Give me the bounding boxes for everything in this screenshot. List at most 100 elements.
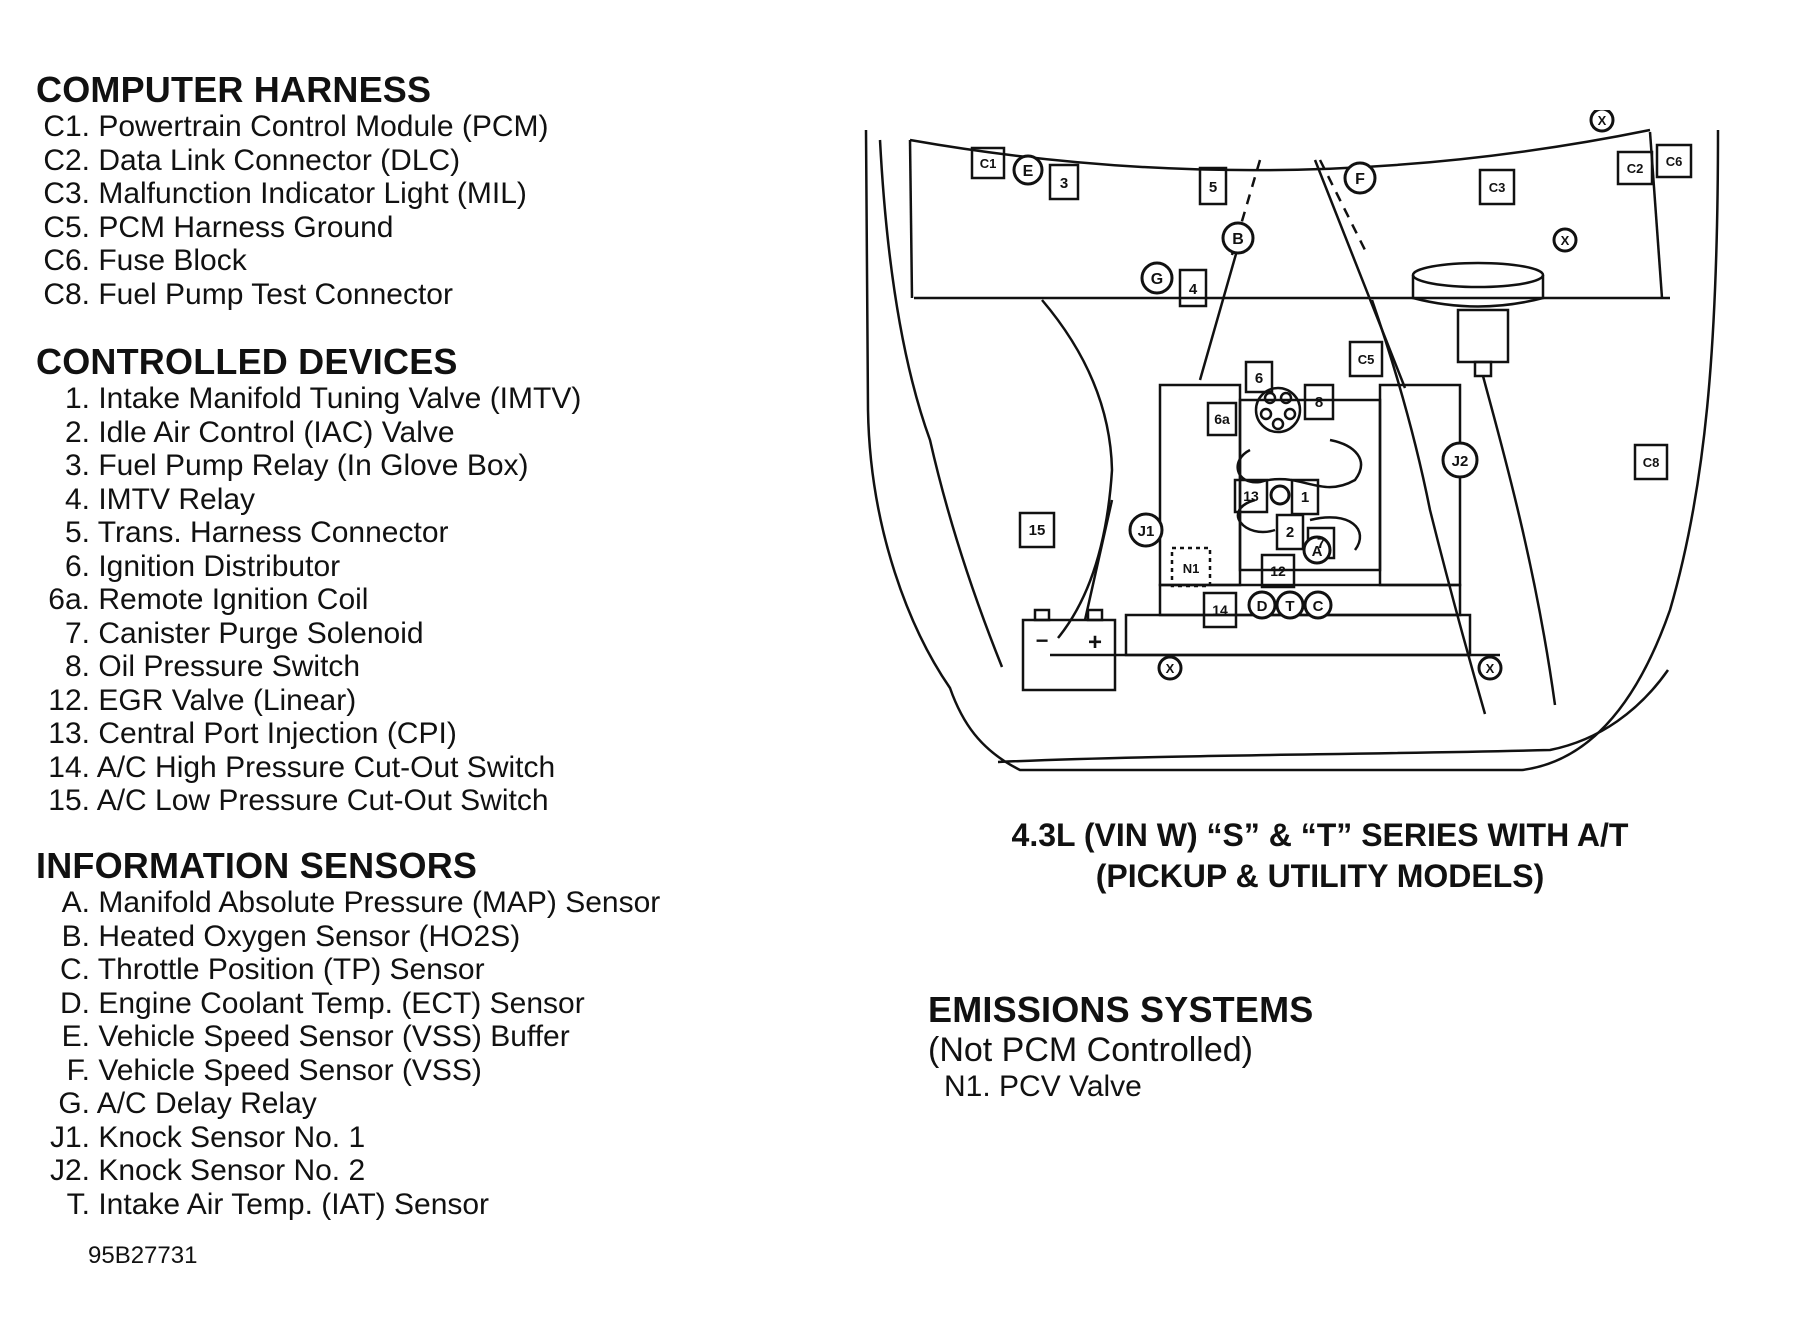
computer-harness-section: COMPUTER HARNESS C1. Powertrain Control … <box>36 70 549 311</box>
label-t: T <box>1285 598 1294 615</box>
legend-code: C. <box>60 953 90 986</box>
legend-label: Vehicle Speed Sensor (VSS) Buffer <box>98 1020 570 1053</box>
legend-item: C. Throttle Position (TP) Sensor <box>36 953 660 987</box>
iac-valve <box>1269 484 1291 506</box>
box-c8 <box>1633 443 1669 481</box>
legend-code: 6a. <box>48 583 90 616</box>
left-wheelwell <box>1041 299 1114 639</box>
controlled-devices-heading: CONTROLLED DEVICES <box>36 341 458 382</box>
legend-code: C5. <box>43 210 90 244</box>
distributor-terminal <box>1283 407 1297 421</box>
legend-code: D. <box>60 986 90 1020</box>
box-3 <box>1048 163 1080 201</box>
legend-label: Vehicle Speed Sensor (VSS) <box>98 1053 482 1087</box>
label-3: 3 <box>1060 175 1068 192</box>
controlled-devices-section: CONTROLLED DEVICES 1. Intake Manifold Tu… <box>36 342 581 818</box>
legend-label: A/C Low Pressure Cut-Out Switch <box>96 784 549 817</box>
legend-item: 7. Canister Purge Solenoid <box>36 617 581 651</box>
legend-item: T. Intake Air Temp. (IAT) Sensor <box>36 1188 660 1222</box>
distributor-terminal <box>1279 391 1293 405</box>
legend-code: 12. <box>48 683 90 717</box>
legend-code: 13. <box>48 717 90 750</box>
legend-code: B. <box>61 919 90 953</box>
legend-label: Engine Coolant Temp. (ECT) Sensor <box>98 986 585 1020</box>
engine-compartment-diagram: C1 3 5 C3 C2 C6 4 C5 6 6a 8 C8 13 1 2 7 … <box>864 110 1720 772</box>
air-cleaner-body <box>1411 275 1545 308</box>
sensor-j1 <box>1128 512 1164 548</box>
legend-item: 5. Trans. Harness Connector <box>36 516 581 550</box>
legend-label: Fuel Pump Test Connector <box>98 277 453 311</box>
ground-x-top-right <box>1589 110 1615 133</box>
legend-item: 13. Central Port Injection (CPI) <box>36 717 581 751</box>
legend-label: A/C High Pressure Cut-Out Switch <box>96 750 556 784</box>
label-c3: C3 <box>1489 180 1506 195</box>
cowl-top-line <box>909 128 1651 172</box>
ground-x-cowl <box>1552 227 1578 253</box>
legend-item: C2. Data Link Connector (DLC) <box>36 144 549 178</box>
legend-item: D. Engine Coolant Temp. (ECT) Sensor <box>36 987 660 1021</box>
box-c1 <box>970 146 1006 180</box>
box-13 <box>1233 478 1269 514</box>
sensor-g <box>1140 261 1174 295</box>
legend-code: T. <box>66 1187 90 1221</box>
box-n1 <box>1170 546 1212 588</box>
label-ground-x: X <box>1561 233 1570 248</box>
legend-label: Throttle Position (TP) Sensor <box>97 953 485 986</box>
legend-item: N1. PCV Valve <box>928 1070 1313 1104</box>
legend-code: 8. <box>64 650 90 683</box>
label-c2: C2 <box>1627 161 1644 176</box>
label-c: C <box>1313 598 1324 615</box>
sensor-e <box>1012 154 1044 186</box>
diagram-caption: 4.3L (VIN W) “S” & “T” SERIES WITH A/T (… <box>900 815 1740 897</box>
label-15: 15 <box>1029 522 1046 539</box>
legend-code: G. <box>58 1087 90 1120</box>
legend-item: B. Heated Oxygen Sensor (HO2S) <box>36 920 660 954</box>
radiator-support <box>997 669 1670 764</box>
label-ground-x: X <box>1598 113 1607 128</box>
battery <box>1021 618 1117 692</box>
legend-label: Fuse Block <box>98 244 247 277</box>
legend-item: 4. IMTV Relay <box>36 483 581 517</box>
legend-label: Manifold Absolute Pressure (MAP) Sensor <box>98 886 661 919</box>
box-15 <box>1018 511 1056 549</box>
legend-code: J2. <box>49 1154 90 1187</box>
legend-code: J1. <box>49 1120 90 1154</box>
legend-code: C8. <box>43 277 90 311</box>
throttle-hose <box>1309 516 1362 551</box>
legend-item: G. A/C Delay Relay <box>36 1087 660 1121</box>
legend-label: A/C Delay Relay <box>96 1087 317 1120</box>
legend-label: Remote Ignition Coil <box>98 583 369 616</box>
label-e: E <box>1023 163 1034 180</box>
legend-item: 12. EGR Valve (Linear) <box>36 684 581 718</box>
box-1 <box>1290 478 1320 516</box>
body-left-line <box>908 139 914 299</box>
legend-item: E. Vehicle Speed Sensor (VSS) Buffer <box>36 1020 660 1054</box>
label-d: D <box>1257 598 1268 615</box>
legend-item: C3. Malfunction Indicator Light (MIL) <box>36 177 549 211</box>
label-13: 13 <box>1243 488 1259 504</box>
box-6 <box>1244 360 1274 394</box>
label-4: 4 <box>1189 281 1198 298</box>
legend-code: 14. <box>48 750 90 784</box>
fuel-pump-stem <box>1473 360 1493 378</box>
exhaust-line-right <box>1313 159 1407 389</box>
legend-item: 15. A/C Low Pressure Cut-Out Switch <box>36 784 581 818</box>
label-c8: C8 <box>1643 455 1660 470</box>
legend-label: Central Port Injection (CPI) <box>98 717 457 750</box>
legend-code: 7. <box>64 616 90 650</box>
legend-item: A. Manifold Absolute Pressure (MAP) Sens… <box>36 886 661 920</box>
legend-item: C1. Powertrain Control Module (PCM) <box>36 110 548 144</box>
label-7: 7 <box>1317 535 1325 552</box>
box-c3 <box>1478 168 1516 206</box>
legend-item: 1. Intake Manifold Tuning Valve (IMTV) <box>36 382 581 416</box>
legend-code: 2. <box>64 415 90 449</box>
distributor-terminal <box>1263 391 1277 405</box>
label-j1: J1 <box>1138 523 1155 540</box>
battery-terminal-pos <box>1086 608 1104 622</box>
legend-code: 5. <box>64 516 90 549</box>
legend-code: C6. <box>43 244 90 277</box>
box-c6 <box>1655 143 1693 179</box>
label-a: A <box>1312 543 1323 560</box>
distributor-cap <box>1254 386 1302 434</box>
box-8 <box>1303 383 1335 421</box>
